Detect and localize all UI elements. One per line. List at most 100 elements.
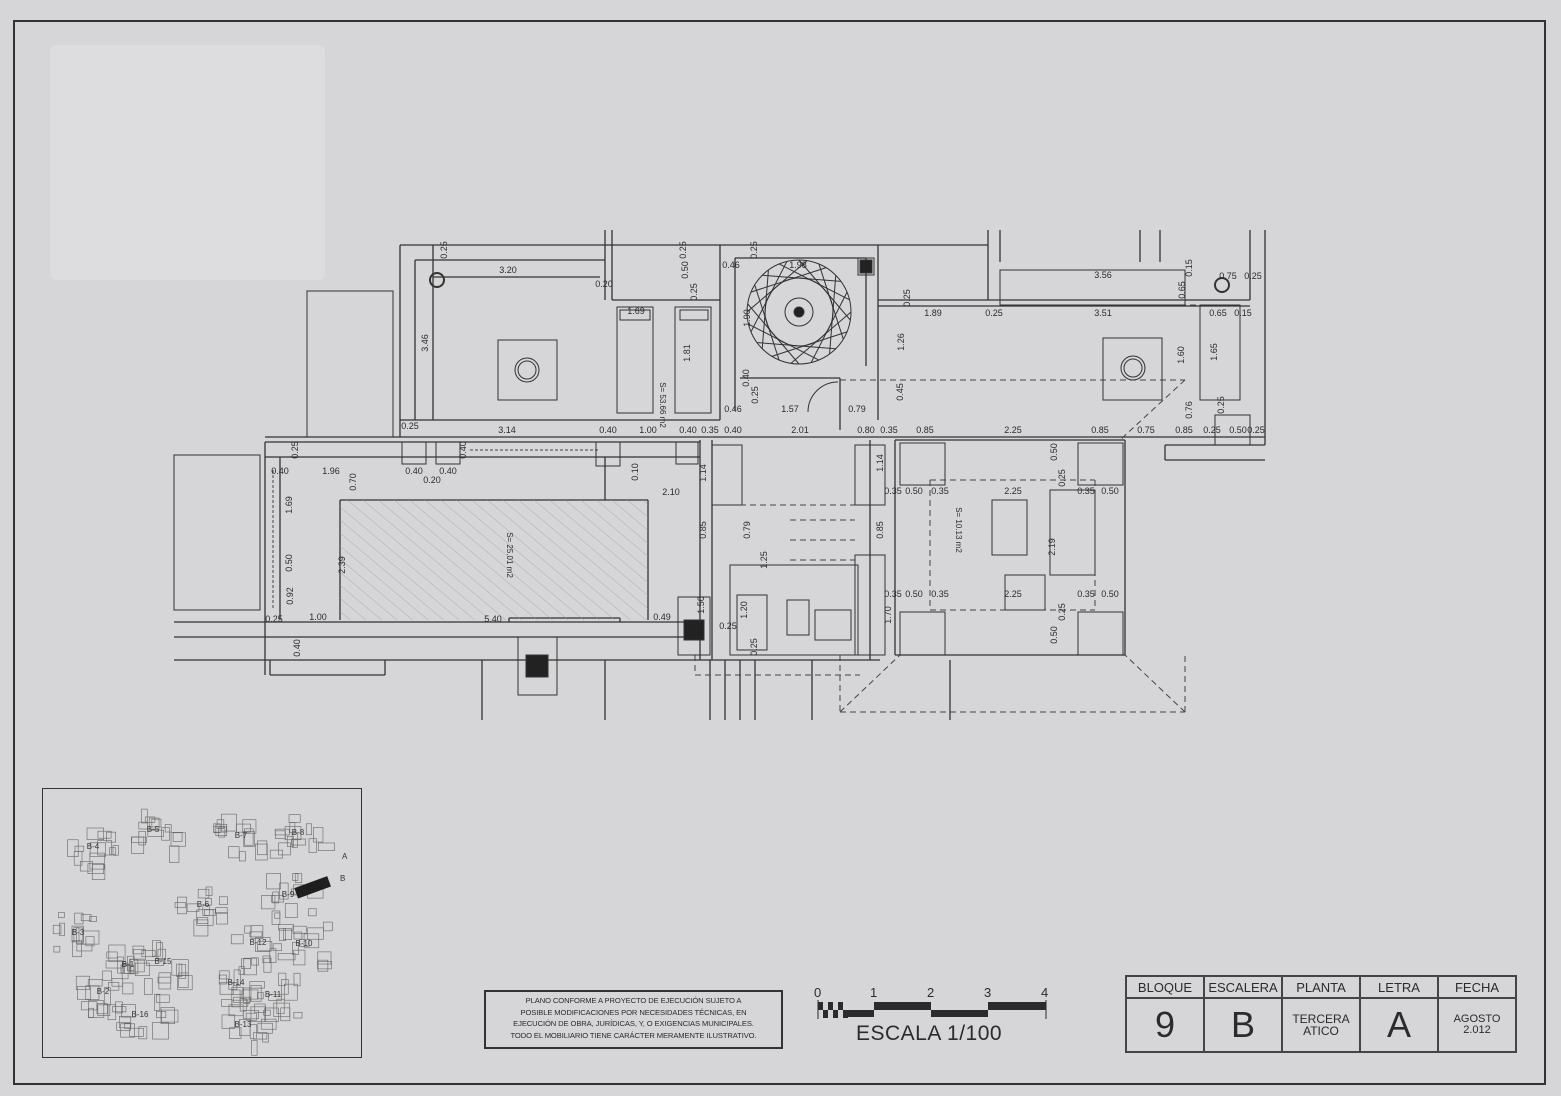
dimension-label: 0.25	[689, 283, 699, 301]
dimension-label: 0.35	[884, 486, 902, 496]
dimension-label: 0.25	[985, 308, 1003, 318]
dimension-label: 1.50	[696, 596, 706, 614]
building-outline	[53, 945, 61, 953]
building-outline	[219, 896, 228, 906]
kitchen-icon	[683, 619, 705, 641]
building-outline	[116, 1022, 131, 1031]
building-outline	[291, 838, 306, 846]
building-outline	[221, 813, 237, 832]
column-circle	[1214, 277, 1230, 293]
building-outline	[80, 1001, 98, 1011]
building-outline	[156, 994, 170, 1003]
dimension-label: 0.25	[1203, 425, 1221, 435]
dimension-label: 1.81	[682, 344, 692, 362]
building-outline	[293, 931, 303, 940]
dimension-label: 0.50	[905, 486, 923, 496]
dimension-label: 0.40	[599, 425, 617, 435]
building-outline	[228, 846, 240, 859]
duct-fill	[859, 259, 873, 274]
building-outline	[131, 836, 145, 854]
building-outline	[97, 830, 112, 839]
building-outline	[161, 1009, 179, 1023]
terrace-hatch	[340, 500, 648, 620]
building-outline	[88, 1007, 94, 1018]
stair-label: A	[342, 852, 348, 861]
pillow	[619, 309, 651, 321]
dimension-label: 0.75	[1219, 271, 1237, 281]
dimension-label: 0.25	[265, 614, 283, 624]
building-outline	[115, 1001, 123, 1014]
building-outline	[283, 928, 293, 940]
dimension-label: 0.35	[931, 486, 949, 496]
planter-circle	[514, 357, 540, 383]
dimension-label: 0.25	[439, 241, 449, 259]
building-outline	[88, 1000, 105, 1018]
building-outline	[205, 898, 212, 906]
dimension-label: 0.35	[1077, 486, 1095, 496]
planter-circle	[1123, 358, 1143, 378]
corner-pillar	[899, 611, 946, 656]
dimension-label: 0.25	[678, 241, 688, 259]
block-label: B-2	[97, 987, 110, 996]
dimension-label: 1.14	[875, 454, 885, 472]
building-outline	[178, 972, 189, 988]
dashed-projection-line	[839, 654, 901, 713]
building-outline	[177, 896, 188, 915]
building-outline	[74, 912, 84, 925]
building-outline	[216, 819, 225, 830]
spiral-stair-tread	[756, 342, 836, 350]
building-outline	[216, 912, 228, 925]
building-outline	[243, 957, 257, 976]
building-outline	[280, 1007, 291, 1022]
dimension-label: 3.14	[498, 425, 516, 435]
building-outline	[152, 1022, 169, 1040]
box	[1214, 414, 1251, 446]
disclaimer-line: EJECUCIÓN DE OBRA, JURÍDICAS, Y, O EXIGE…	[513, 1019, 754, 1028]
building-outline	[196, 909, 214, 926]
spiral-stair-tread	[762, 274, 842, 282]
dimension-label: 0.25	[1247, 425, 1265, 435]
building-outline	[97, 1004, 111, 1016]
building-outline	[260, 1018, 277, 1030]
block-label: B-4	[87, 842, 100, 851]
building-outline	[308, 908, 317, 917]
armchair	[1004, 574, 1046, 611]
dimension-label: 1.25	[759, 551, 769, 569]
building-outline	[86, 827, 104, 840]
column	[401, 441, 427, 465]
building-outline	[251, 957, 259, 966]
building-outline	[106, 831, 116, 843]
dimension-label: 0.75	[1137, 425, 1155, 435]
building-outline	[233, 996, 251, 1003]
building-outline	[317, 959, 329, 972]
sink	[814, 609, 852, 641]
building-outline	[229, 1027, 242, 1039]
spiral-stair-tread	[810, 291, 848, 363]
dimension-label: 0.25	[750, 386, 760, 404]
dimension-label: 0.46	[722, 260, 740, 270]
shower	[736, 594, 768, 651]
building-outline	[274, 912, 281, 919]
dimension-label: 2.39	[337, 556, 347, 574]
value-escalera: B	[1203, 997, 1283, 1053]
dimension-label: 1.00	[309, 612, 327, 622]
building-outline	[228, 1004, 244, 1017]
building-outline	[174, 902, 186, 908]
area-label: S= 10.13 m2	[954, 507, 963, 553]
bed	[616, 306, 654, 414]
building-outline	[249, 931, 263, 938]
building-outline	[138, 831, 146, 846]
dimension-label: 0.50	[680, 261, 690, 279]
dimension-label: 0.79	[848, 404, 866, 414]
building-outline	[277, 953, 296, 961]
building-outline	[239, 851, 246, 862]
building-outline	[87, 863, 104, 874]
building-outline	[215, 823, 228, 836]
building-outline	[279, 882, 289, 900]
spiral-stair-tread	[798, 259, 851, 321]
dimension-label: 0.79	[742, 521, 752, 539]
dimension-label: 0.40	[679, 425, 697, 435]
toilet	[786, 599, 810, 636]
drawing-frame	[13, 20, 1546, 1085]
